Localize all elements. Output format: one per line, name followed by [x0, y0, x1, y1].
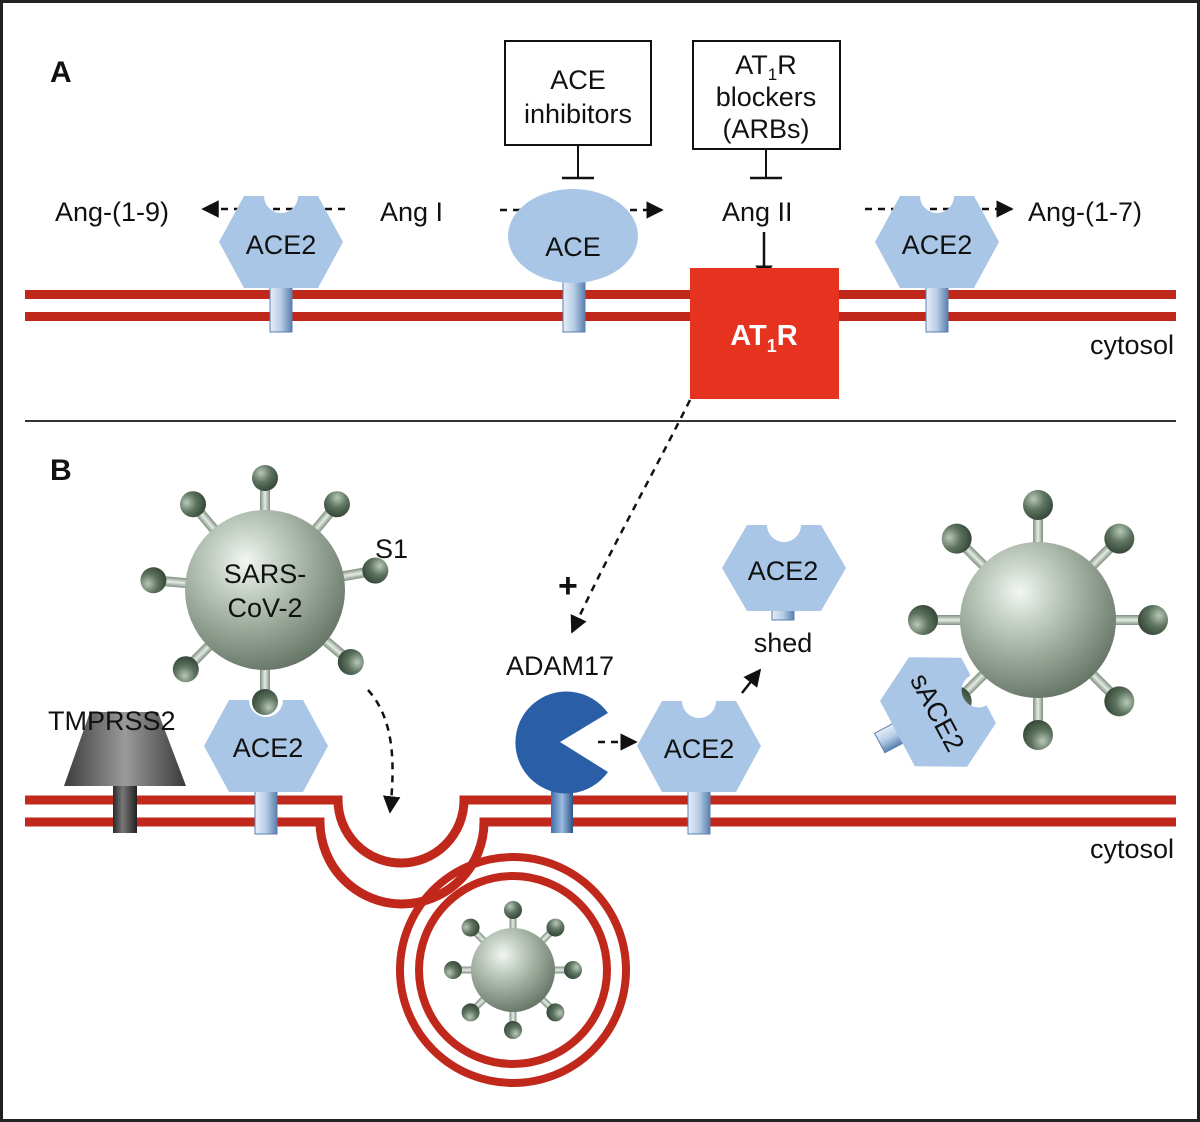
arb-line3: (ARBs) — [723, 114, 810, 144]
ace2-right-label: ACE2 — [902, 230, 973, 260]
ace-inhibitors-line2: inhibitors — [524, 99, 632, 129]
arb-line2: blockers — [716, 82, 817, 112]
internalized-virion — [444, 901, 582, 1039]
ace2-left-label: ACE2 — [246, 230, 317, 260]
plus-sign: + — [558, 567, 578, 605]
arb-box: AT1R blockers (ARBs) — [692, 40, 841, 180]
ace-inhibitors-line1: ACE — [550, 65, 606, 95]
ace-enzyme: ACE — [508, 189, 638, 333]
shed-label: shed — [754, 628, 813, 658]
tmprss2-protease: TMPRSS2 — [48, 706, 186, 833]
ace2-membrane-label: ACE2 — [664, 734, 735, 764]
at1r-receptor: AT1R — [690, 268, 839, 399]
panel-b-letter: B — [50, 454, 72, 487]
ace2-shed-label: ACE2 — [748, 556, 819, 586]
ace2-membrane-receptor: ACE2 — [637, 701, 761, 835]
ang-i-label: Ang I — [380, 197, 443, 227]
at1r-label: AT1R — [730, 320, 798, 356]
ace2-receptor-left: ACE2 — [219, 196, 343, 333]
ace2-shed-receptor: ACE2 shed — [722, 525, 846, 658]
virus-body — [185, 510, 345, 670]
tmprss2-label: TMPRSS2 — [48, 706, 176, 736]
arrow-to-shed — [741, 668, 762, 694]
ang-1-9-label: Ang-(1-9) — [55, 197, 169, 227]
ang-1-7-label: Ang-(1-7) — [1028, 197, 1142, 227]
virus-label-line2: CoV-2 — [227, 593, 302, 623]
arrow-at1r-to-adam17 — [570, 399, 692, 634]
sars-cov-2-virion: SARS- CoV-2 — [140, 465, 389, 715]
cytosol-label-b: cytosol — [1090, 834, 1174, 864]
arb-line1: AT1R — [735, 50, 796, 84]
adam17-label: ADAM17 — [506, 651, 614, 681]
panel-a-letter: A — [50, 56, 72, 89]
ace-label: ACE — [545, 232, 601, 262]
ace2-bound-label: ACE2 — [233, 733, 304, 763]
membrane-a — [25, 290, 1176, 321]
sace2-soluble: sACE2 — [873, 657, 996, 767]
ace2-bound-receptor: ACE2 — [204, 700, 328, 835]
membrane-b — [25, 795, 1176, 909]
endocytic-vesicle — [396, 853, 630, 1087]
sars-cov-2-virion-free — [908, 490, 1168, 750]
virus-spikes — [140, 465, 389, 715]
ang-ii-label: Ang II — [722, 197, 793, 227]
cytosol-label-a: cytosol — [1090, 330, 1174, 360]
virus-label-line1: SARS- — [224, 559, 307, 589]
s1-label: S1 — [375, 534, 408, 564]
ace-inhibitors-box: ACE inhibitors — [504, 40, 652, 180]
ace2-receptor-right: ACE2 — [875, 196, 999, 333]
arrow-endocytosis — [367, 689, 401, 814]
adam17-protease: ADAM17 — [506, 651, 614, 833]
